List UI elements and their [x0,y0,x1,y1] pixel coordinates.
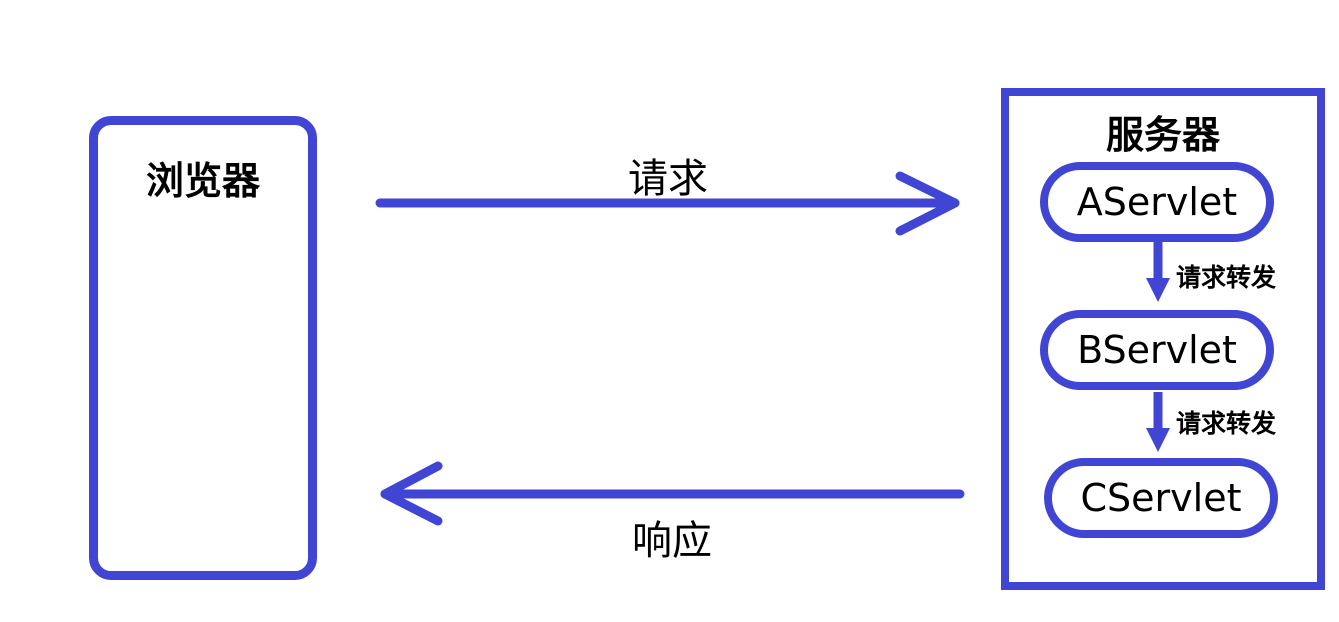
browser-label: 浏览器 [145,159,260,203]
forward-label-b-to-c: 请求转发 [1176,409,1277,438]
request-label: 请求 [628,156,708,202]
servlet-b-node: BServlet [1040,310,1274,390]
server-label: 服务器 [1105,113,1220,157]
forward-label-a-to-b: 请求转发 [1176,263,1277,292]
servlet-a-node: AServlet [1040,162,1274,242]
servlet-c-node: CServlet [1044,458,1278,538]
response-label: 响应 [632,518,712,564]
browser-box [89,116,317,580]
forward-arrow-a-to-b [1146,242,1170,302]
server-box [1001,88,1325,590]
request-arrow [375,171,960,236]
response-arrow [380,461,965,526]
forward-arrow-b-to-c [1146,392,1170,452]
